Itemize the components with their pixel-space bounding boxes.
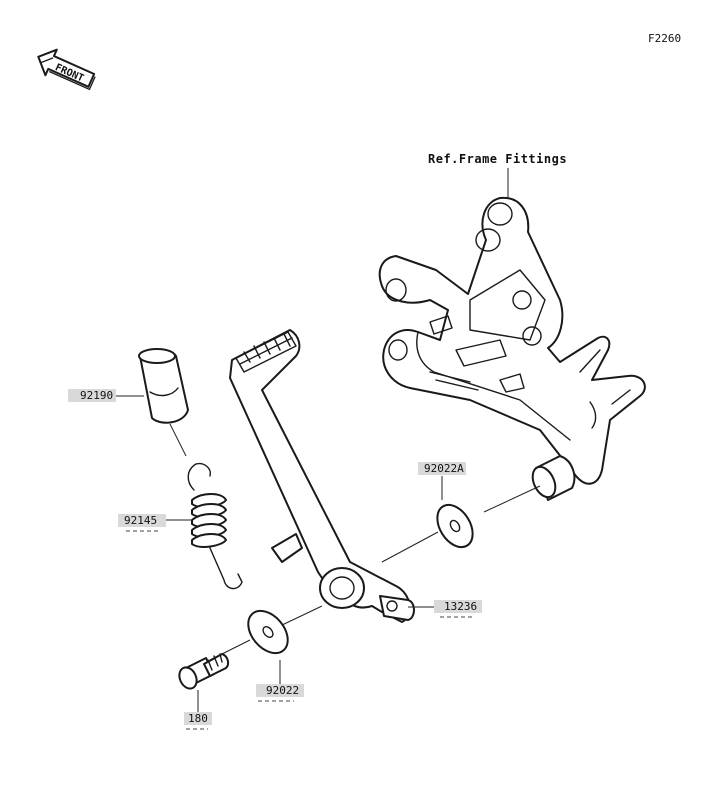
- label-pedal: 13236: [408, 600, 482, 618]
- washer-a: [436, 503, 474, 549]
- frame-bracket: [378, 196, 646, 485]
- label-washer-a: 92022A: [418, 462, 466, 500]
- label-washer-text: 92022: [266, 684, 299, 697]
- axis-line-1: [483, 485, 541, 513]
- rubber-leader-axis: [169, 423, 187, 457]
- figure-code: F2260: [648, 32, 681, 45]
- washer: [247, 609, 289, 655]
- label-spring-text: 92145: [124, 514, 157, 527]
- pivot-shaft: [531, 455, 576, 501]
- rubber: [138, 348, 189, 424]
- label-washer: 92022: [256, 660, 304, 702]
- label-bolt: 180: [184, 690, 212, 730]
- label-rubber: 92190: [68, 389, 144, 402]
- pedal: [229, 329, 415, 623]
- label-washer-a-text: 92022A: [424, 462, 464, 475]
- label-pedal-text: 13236: [444, 600, 477, 613]
- reference-label: Ref.Frame Fittings: [428, 152, 567, 166]
- label-spring: 92145: [118, 514, 192, 532]
- bolt: [178, 653, 230, 690]
- label-bolt-text: 180: [188, 712, 208, 725]
- axis-line-3: [279, 605, 323, 627]
- label-rubber-text: 92190: [80, 389, 113, 402]
- axis-line-2: [381, 531, 439, 563]
- spring: [187, 462, 243, 590]
- front-arrow-icon: FRONT: [37, 48, 96, 91]
